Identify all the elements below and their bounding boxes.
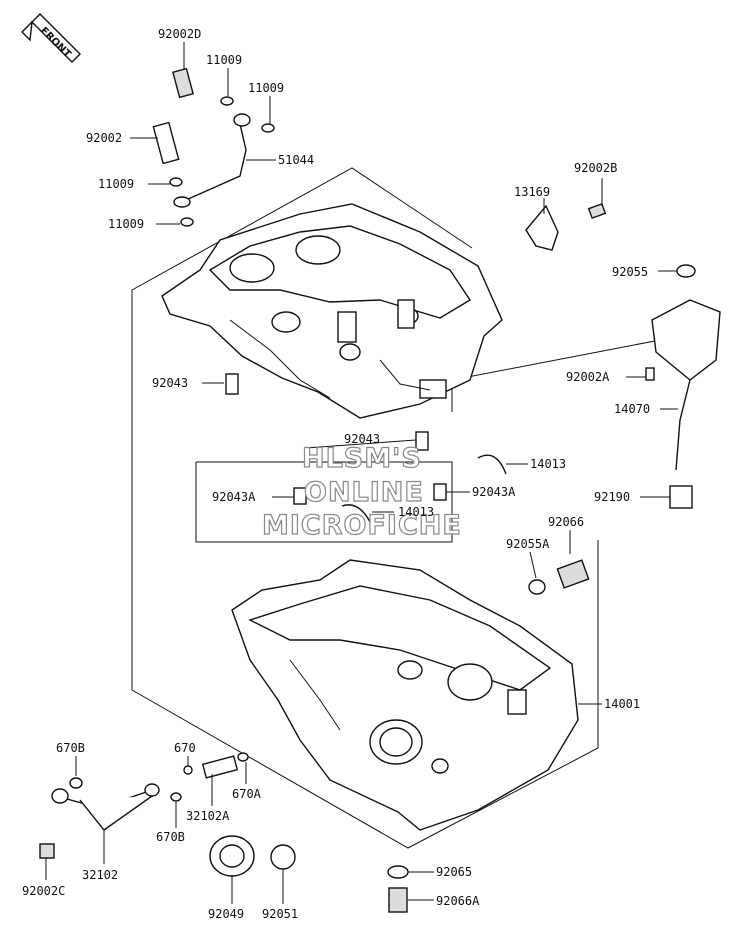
watermark-line-1: HLSM'S <box>302 443 422 474</box>
label-92190[interactable]: 92190 <box>594 490 630 504</box>
label-92055A[interactable]: 92055A <box>506 537 550 551</box>
label-670A[interactable]: 670A <box>232 787 262 801</box>
leader-lines <box>45 42 678 904</box>
label-92055[interactable]: 92055 <box>612 265 648 279</box>
label-92051[interactable]: 92051 <box>262 907 298 921</box>
label-14001[interactable]: 14001 <box>604 697 640 711</box>
upper-crankcase <box>161 203 503 419</box>
lower-crankcase <box>231 559 579 831</box>
label-11009-c[interactable]: 11009 <box>98 177 134 191</box>
label-11009-a[interactable]: 11009 <box>206 53 242 67</box>
label-14013-a[interactable]: 14013 <box>530 457 566 471</box>
watermark: HLSM'S ONLINE MICROFICHE <box>261 442 462 541</box>
label-13169[interactable]: 13169 <box>514 185 550 199</box>
label-14013-b[interactable]: 14013 <box>398 505 434 519</box>
label-92002[interactable]: 92002 <box>86 131 122 145</box>
label-92065[interactable]: 92065 <box>436 865 472 879</box>
label-670B-a[interactable]: 670B <box>56 741 85 755</box>
label-92043-b[interactable]: 92043 <box>344 432 380 446</box>
label-92002B[interactable]: 92002B <box>574 161 617 175</box>
label-51044[interactable]: 51044 <box>278 153 314 167</box>
part-shapes <box>39 67 721 913</box>
watermark-line-3: MICROFICHE <box>262 510 462 541</box>
part-labels: 92002D 11009 11009 92002 51044 11009 110… <box>22 27 650 921</box>
label-14070[interactable]: 14070 <box>614 402 650 416</box>
label-92002C[interactable]: 92002C <box>22 884 65 898</box>
label-670[interactable]: 670 <box>174 741 196 755</box>
label-92043-a[interactable]: 92043 <box>152 376 188 390</box>
label-92066A[interactable]: 92066A <box>436 894 480 908</box>
watermark-line-2: ONLINE <box>304 477 424 508</box>
front-arrow-icon: FRONT <box>21 13 81 63</box>
label-670B-b[interactable]: 670B <box>156 830 185 844</box>
label-92049[interactable]: 92049 <box>208 907 244 921</box>
label-92002D[interactable]: 92002D <box>158 27 201 41</box>
label-11009-b[interactable]: 11009 <box>248 81 284 95</box>
label-92043A-a[interactable]: 92043A <box>212 490 256 504</box>
label-92043A-b[interactable]: 92043A <box>472 485 516 499</box>
label-32102[interactable]: 32102 <box>82 868 118 882</box>
label-11009-d[interactable]: 11009 <box>108 217 144 231</box>
label-92002A[interactable]: 92002A <box>566 370 610 384</box>
label-32102A[interactable]: 32102A <box>186 809 230 823</box>
label-92066[interactable]: 92066 <box>548 515 584 529</box>
